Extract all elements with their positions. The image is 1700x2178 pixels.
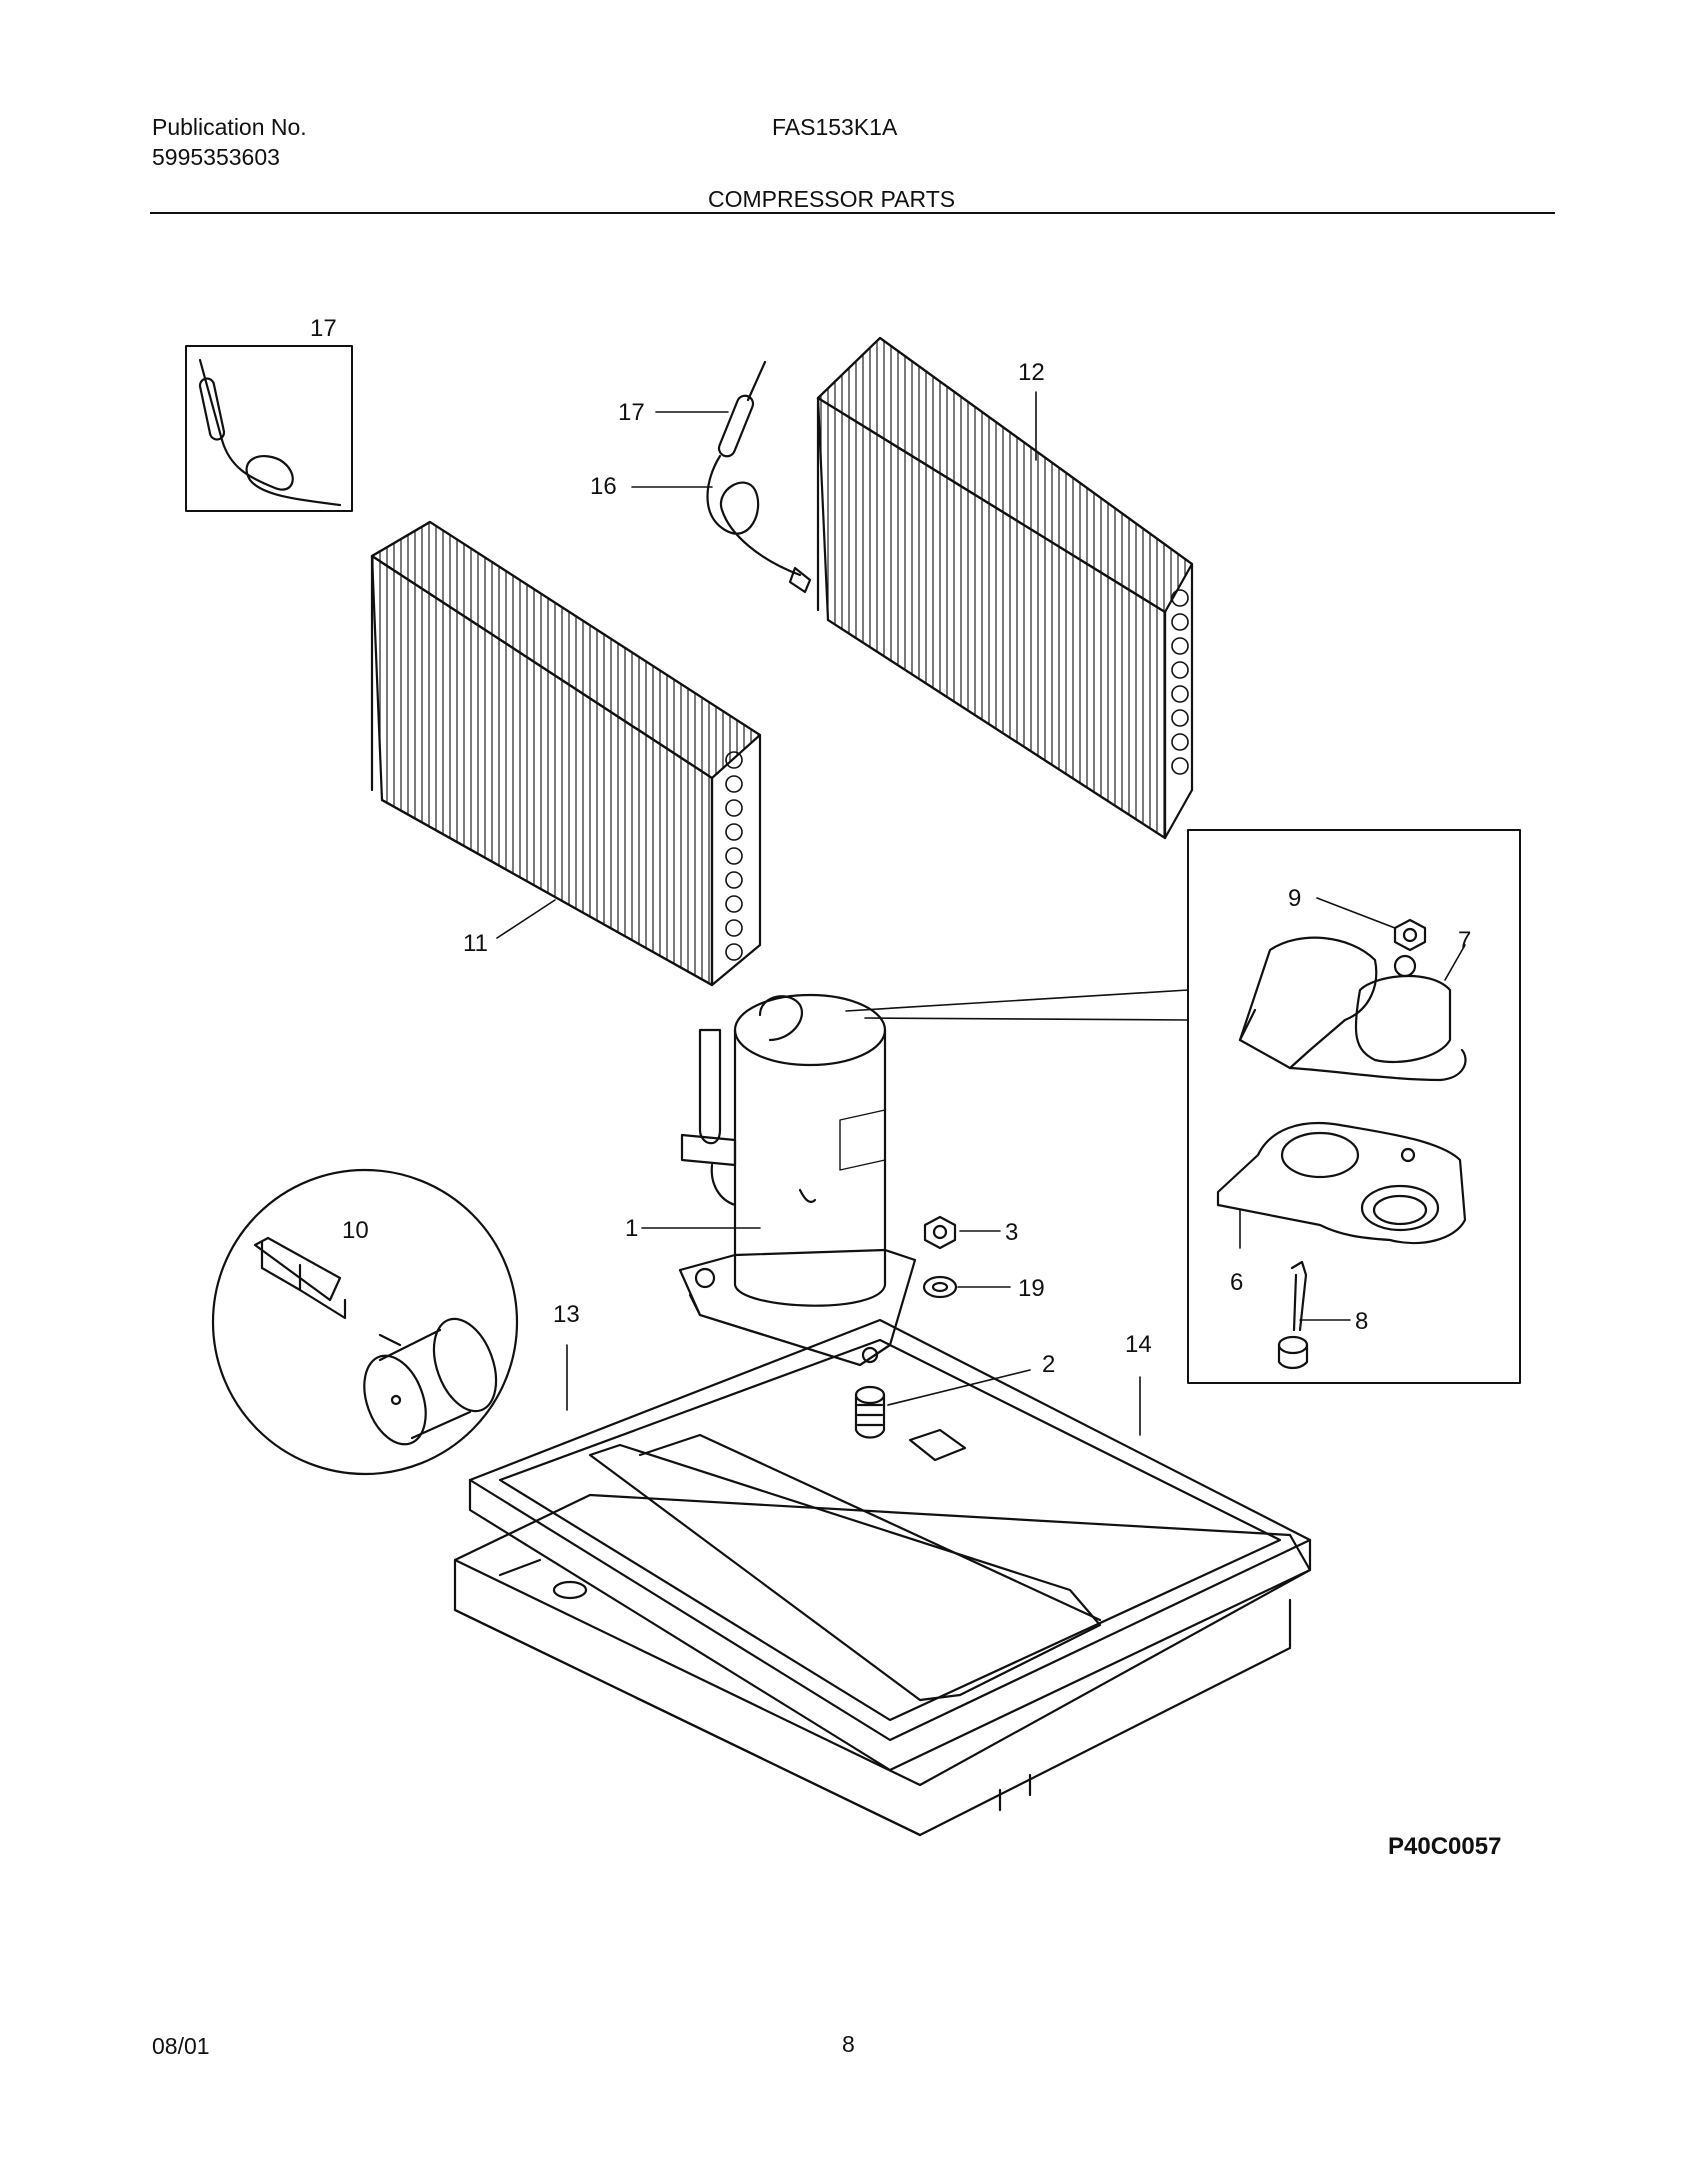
page-number: 8 <box>842 2031 855 2057</box>
section-title: COMPRESSOR PARTS <box>708 186 956 212</box>
callout-19: 19 <box>1018 1275 1045 1302</box>
grommet <box>854 1385 886 1439</box>
detail-leader-lower <box>864 1017 1189 1021</box>
publication-label: Publication No. <box>152 114 307 140</box>
diagram-reference-code: P40C0057 <box>1388 1833 1501 1860</box>
header-divider <box>150 212 1555 214</box>
callout-9: 9 <box>1288 885 1301 912</box>
hardware-nut-washer <box>922 1215 958 1299</box>
callout-1: 1 <box>625 1215 638 1242</box>
callout-inset-17: 17 <box>310 315 337 342</box>
overload-detail-box <box>1187 829 1521 1384</box>
sensor-inset-box <box>185 345 353 512</box>
callout-12: 12 <box>1018 359 1045 386</box>
callout-11: 11 <box>463 930 488 957</box>
capacitor-detail-circle <box>211 1168 519 1476</box>
callout-10: 10 <box>342 1217 369 1244</box>
thermistor-sensor <box>706 360 812 594</box>
footer-date: 08/01 <box>152 2033 210 2059</box>
compressor <box>678 993 917 1367</box>
callout-3: 3 <box>1005 1219 1018 1246</box>
publication-number: 5995353603 <box>152 144 280 170</box>
callout-14: 14 <box>1125 1331 1152 1358</box>
detail-leader-upper <box>845 989 1189 1012</box>
base-pan <box>453 1318 1312 1837</box>
callout-7: 7 <box>1458 927 1471 954</box>
callout-2: 2 <box>1042 1351 1055 1378</box>
callout-6: 6 <box>1230 1269 1243 1296</box>
callout-16: 16 <box>590 473 617 500</box>
model-number: FAS153K1A <box>772 114 898 140</box>
callout-8: 8 <box>1355 1308 1368 1335</box>
callout-17: 17 <box>618 399 645 426</box>
evaporator-coil <box>370 520 762 987</box>
callout-13: 13 <box>553 1301 580 1328</box>
condenser-coil <box>816 336 1194 840</box>
leader-lines <box>496 391 1466 1436</box>
